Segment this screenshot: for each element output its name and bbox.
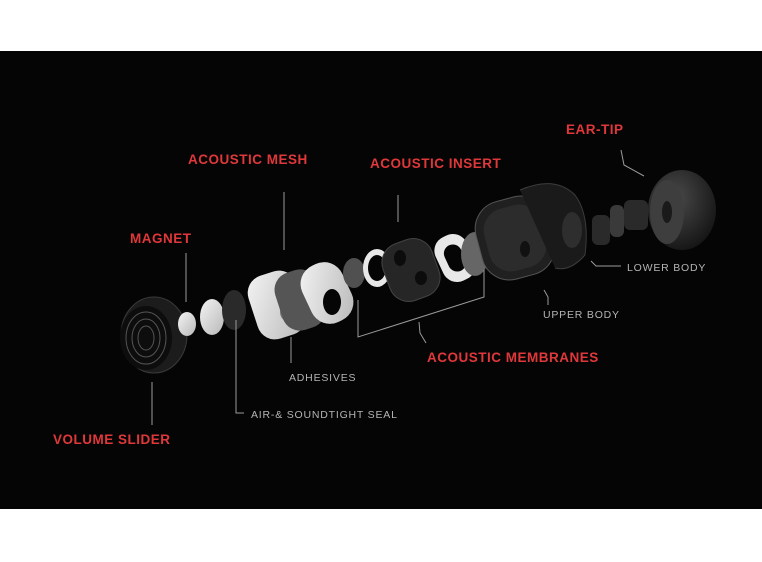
leader-upper-body bbox=[543, 289, 549, 305]
volume-slider-part bbox=[120, 296, 188, 374]
label-acoustic-membranes: ACOUSTIC MEMBRANES bbox=[427, 350, 599, 365]
label-acoustic-insert: ACOUSTIC INSERT bbox=[370, 156, 502, 171]
label-upper-body: UPPER BODY bbox=[543, 309, 620, 321]
label-magnet: MAGNET bbox=[130, 231, 192, 246]
seal-part-dark bbox=[222, 290, 246, 330]
label-lower-body: LOWER BODY bbox=[627, 262, 706, 274]
acoustic-insert-part bbox=[381, 238, 441, 302]
seal-part-white bbox=[200, 299, 224, 335]
label-seal: AIR-& SOUNDTIGHT SEAL bbox=[251, 409, 398, 421]
leader-lower-body bbox=[590, 260, 621, 267]
leader-acoustic-membranes bbox=[357, 270, 485, 338]
label-volume-slider: VOLUME SLIDER bbox=[53, 432, 171, 447]
label-acoustic-mesh: ACOUSTIC MESH bbox=[188, 152, 308, 167]
label-adhesives: ADHESIVES bbox=[289, 372, 356, 384]
label-ear-tip: EAR-TIP bbox=[566, 122, 624, 137]
ear-tip-part bbox=[648, 170, 716, 250]
nozzle-part bbox=[592, 200, 648, 245]
adhesive-ring-part bbox=[300, 262, 354, 324]
leader-seal bbox=[235, 320, 244, 414]
membrane-part-1 bbox=[343, 258, 365, 288]
leader-acoustic-membranes-stem bbox=[418, 321, 427, 344]
upper-body-part bbox=[474, 195, 556, 281]
magnet-part bbox=[178, 312, 196, 336]
lower-body-part bbox=[519, 183, 587, 270]
leader-ear-tip bbox=[620, 149, 645, 177]
